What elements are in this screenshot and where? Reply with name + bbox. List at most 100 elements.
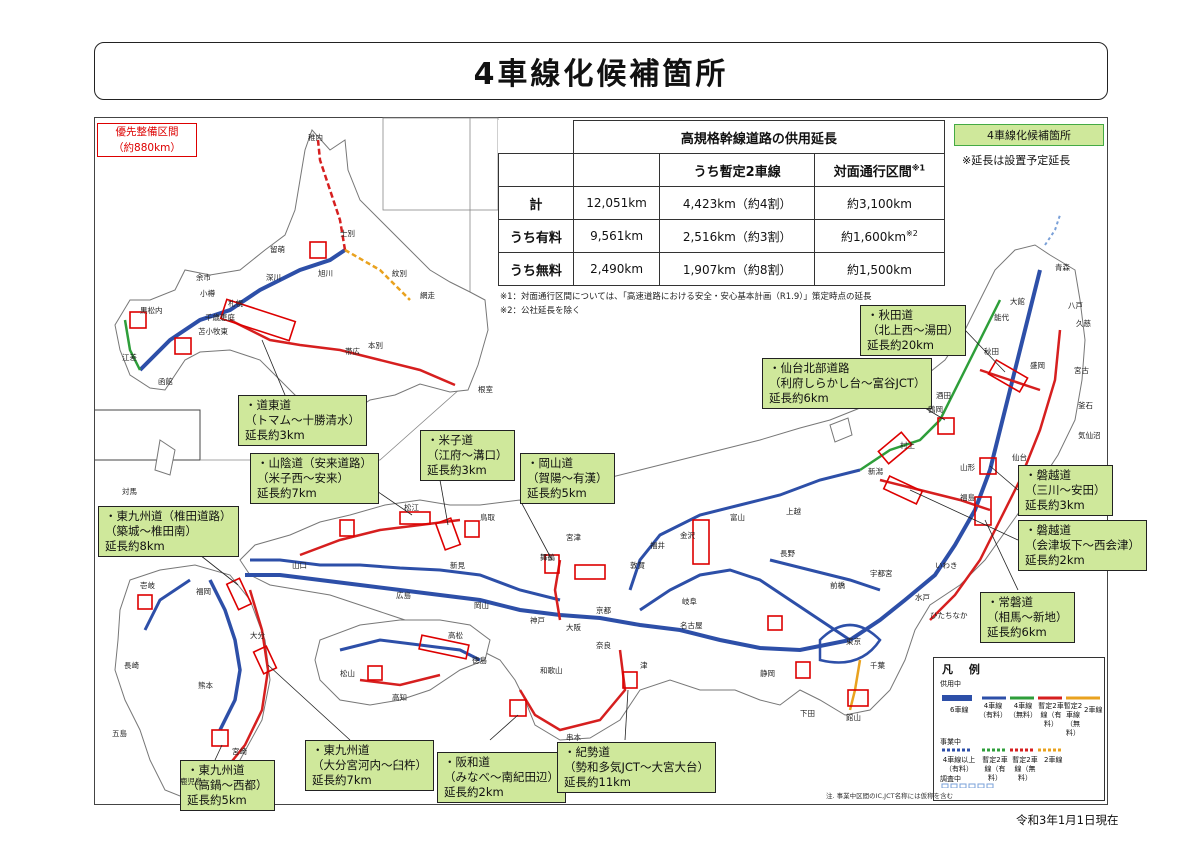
leader-doto [261, 339, 286, 396]
place-label: 広島 [396, 591, 411, 600]
place-label: 京都 [596, 606, 611, 615]
place-label: 大分 [250, 631, 265, 640]
nihonkai-route [859, 299, 1002, 472]
legend-four-plus-toll: 4車線以上（有料） [942, 756, 976, 773]
place-label: 宮古 [1074, 366, 1089, 375]
candidate-shikoku-marker-2 [339, 519, 355, 537]
candidate-markers [129, 241, 1029, 747]
note-1: ※1：対面通行区間については、「高速道路における安全・安心基本計画（R1.9）」… [500, 292, 872, 302]
meishin-tomei [245, 573, 851, 653]
joban-expressway [929, 329, 1062, 621]
legend-under-construction: 事業中 [940, 738, 961, 746]
leader-joban [984, 519, 1019, 591]
legend-six-lane: 6車線 [950, 706, 969, 714]
priority-label: 優先整備区間 [115, 126, 179, 138]
legend-in-service: 供用中 [940, 680, 961, 688]
place-label: 津 [640, 661, 648, 670]
place-label: 本別 [368, 341, 383, 350]
candidate-shikoku-marker [418, 634, 470, 660]
callout-joban: ・常磐道（相馬～新地）延長約6km [980, 592, 1075, 643]
place-label: 名古屋 [680, 621, 703, 630]
legend-survey: 調査中 [940, 775, 961, 783]
place-label: 青森 [1055, 263, 1070, 272]
callout-banetsu2: ・磐越道（会津坂下～西会津）延長約2km [1018, 520, 1147, 571]
callout-higashikyushu-takanabe: ・東九州道（高鍋～西都）延長約5km [180, 760, 275, 811]
place-label: 奈良 [596, 641, 611, 650]
kyushu-route [208, 579, 242, 731]
candidate-joban-marker [974, 496, 992, 526]
candidate-yonago-marker [434, 517, 462, 551]
sado-outline [829, 417, 853, 443]
candidate-hokuriku-marker [692, 519, 710, 565]
place-label: 深川 [266, 273, 281, 282]
col-provisional-header: うち暫定2車線 [659, 153, 815, 187]
place-label: 宇都宮 [870, 569, 893, 578]
place-label: 仙台 [1012, 453, 1027, 462]
candidate-kyushu-marker-4 [137, 594, 153, 610]
legend-uc-two-lane: 2車線 [1044, 756, 1063, 764]
east-kyushu-route [224, 589, 270, 771]
place-label: 気仙沼 [1078, 431, 1101, 440]
place-label: 上越 [786, 507, 801, 516]
stats-row-total: 計 12,051km 4,423km（約4割） 約3,100km [498, 186, 946, 220]
place-label: 下田 [800, 709, 815, 718]
place-label: 高松 [448, 631, 463, 640]
kyushu-west-route [143, 578, 191, 631]
legend-lines [941, 695, 1100, 788]
hokkaido-route-east [229, 318, 456, 387]
place-label: 長野 [780, 549, 795, 558]
place-label: 酒田 [936, 391, 951, 400]
stats-row-toll: うち有料 9,561km 2,516km（約3割） 約1,600km※2 [498, 219, 946, 253]
chugoku-expressway [250, 558, 561, 602]
survey-route [1044, 214, 1061, 246]
place-label: 小樽 [200, 289, 215, 298]
legend-four-lane-free: 4車線（無料） [1009, 702, 1037, 719]
page-title: 4車線化候補箇所 [473, 57, 729, 92]
shikoku-outline [314, 619, 491, 706]
col-head-on-header: 対面通行区間※1 [813, 153, 946, 187]
place-label: 札幌 [228, 299, 243, 308]
place-label: 千葉 [870, 661, 885, 670]
hokkaido-outline [114, 129, 489, 421]
priority-section-box: 優先整備区間 （約880km） [97, 123, 197, 157]
place-label: 釜石 [1078, 401, 1093, 410]
place-label: 山形 [960, 463, 975, 472]
leader-hanwa [489, 714, 519, 741]
place-label: 八戸 [1068, 301, 1083, 310]
place-label: 東京 [846, 637, 861, 646]
leader-akita [964, 329, 1006, 373]
place-label: 長崎 [124, 661, 139, 670]
place-label: 静岡 [760, 669, 775, 678]
candidate-akita-marker [987, 358, 1029, 394]
place-label: 千歳恵庭 [205, 313, 235, 322]
candidate-hokkaido-marker-1 [309, 241, 327, 259]
candidate-sanin-marker-2 [464, 520, 480, 538]
place-label: 盛岡 [1030, 361, 1045, 370]
leader-okayama [519, 499, 553, 561]
candidate-doto-marker [219, 298, 297, 342]
legend-two-lane: 2車線 [1084, 706, 1103, 714]
callout-hanwa: ・阪和道（みなべ～南紀田辺）延長約2km [437, 752, 566, 803]
candidate-tohoku-marker [877, 431, 913, 465]
place-label: 松山 [340, 669, 355, 678]
candidate-kii-marker [509, 699, 527, 717]
place-label: 余市 [196, 273, 211, 282]
note-2: ※2：公社延長を除く [500, 306, 581, 316]
place-label: 帯広 [345, 347, 360, 356]
callout-kisei: ・紀勢道（勢和多気JCT～大宮大台）延長約11km [557, 742, 716, 793]
length-note: ※延長は設置予定延長 [962, 154, 1071, 167]
candidate-okayama-marker [544, 554, 560, 574]
candidate-tag: 4車線化候補箇所 [954, 124, 1104, 146]
callout-akita: ・秋田道（北上西～湯田）延長約20km [860, 305, 966, 356]
tsushima-outline [154, 439, 176, 476]
kisei-route [518, 649, 627, 732]
hokkaido-route-northeast [344, 248, 411, 301]
candidate-chubu-marker [767, 615, 783, 631]
place-label: 熊本 [198, 681, 213, 690]
place-label: いわき [935, 561, 958, 570]
place-label: 和歌山 [540, 666, 563, 675]
candidate-kanto-marker [847, 689, 869, 707]
legend-prov-toll: 暫定2車線（有料） [1038, 702, 1064, 728]
title-box: 4車線化候補箇所 [94, 42, 1108, 100]
place-label: 壱岐 [140, 581, 155, 590]
